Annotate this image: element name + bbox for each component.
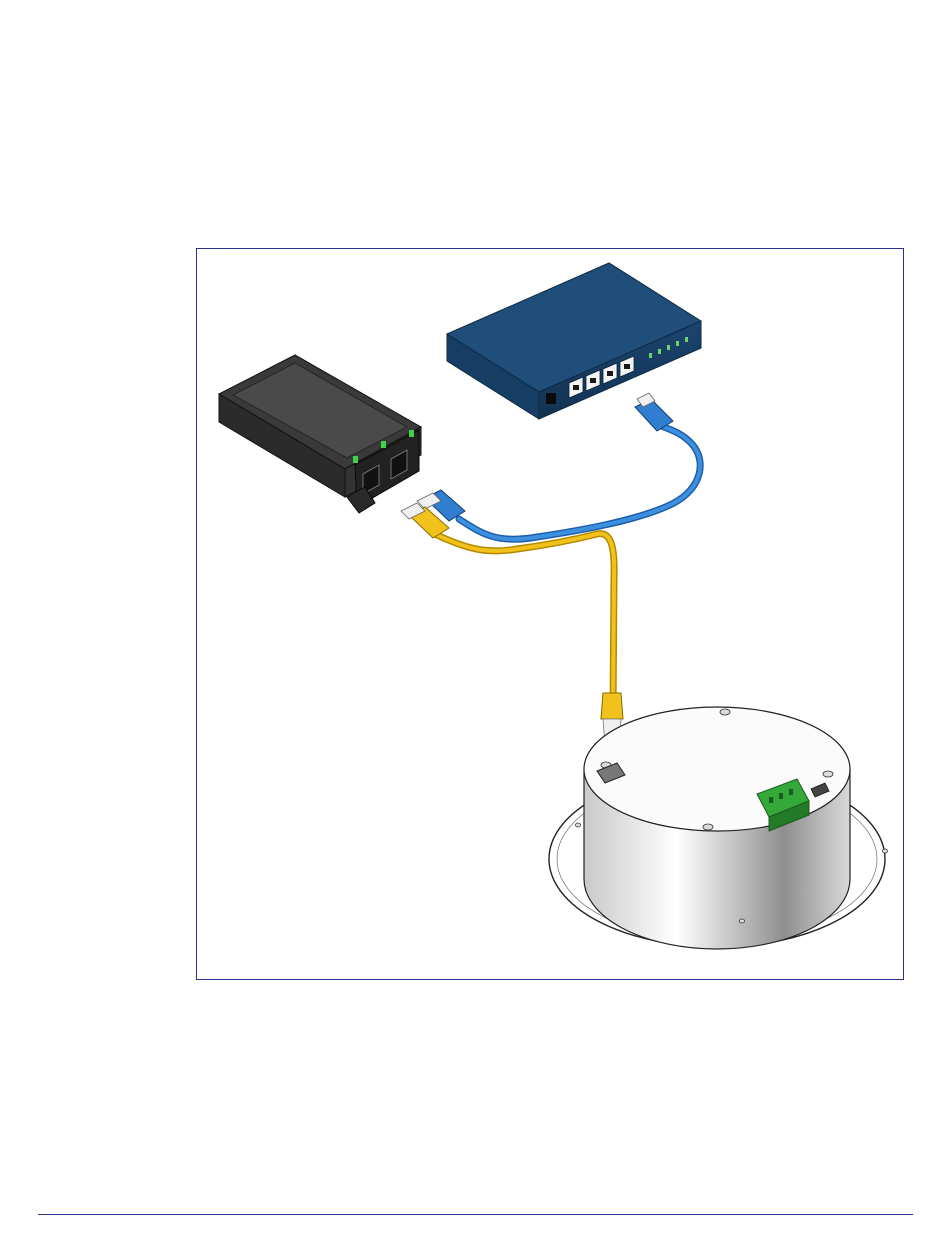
switch-power-button[interactable]	[546, 393, 556, 404]
connection-diagram	[197, 249, 905, 981]
figure-frame	[196, 248, 904, 980]
poe-injector	[219, 355, 421, 513]
footer-rule	[38, 1214, 913, 1215]
blue-ethernet-cable	[417, 393, 700, 539]
ceiling-speaker	[549, 707, 888, 949]
network-switch	[447, 263, 701, 419]
